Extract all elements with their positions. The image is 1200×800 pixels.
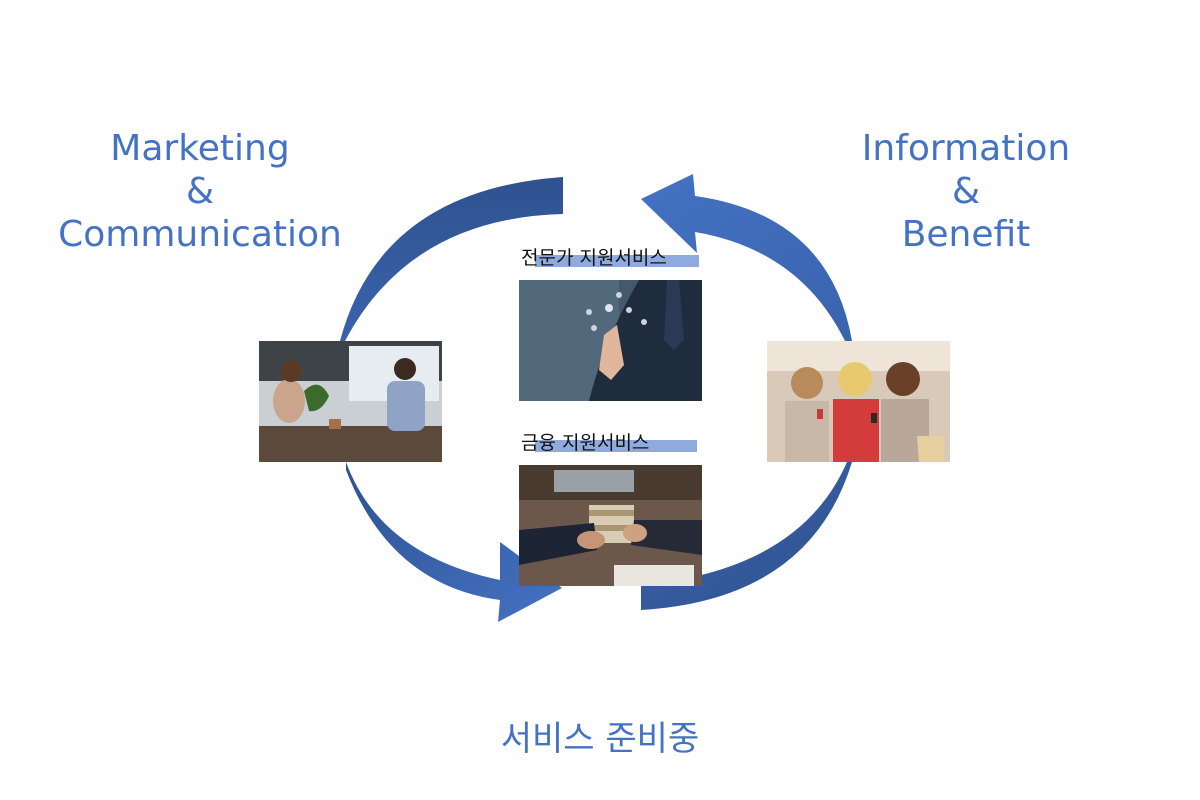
finance-service-caption: 금융 지원서비스 — [521, 431, 697, 455]
heading-left-line-1: Marketing — [110, 128, 290, 169]
expert-service-caption: 전문가 지원서비스 — [521, 246, 699, 270]
expert-service-label: 전문가 지원서비스 — [521, 247, 667, 269]
heading-right-line-2: & — [951, 171, 981, 212]
arrow-top-right — [641, 174, 852, 341]
shopping-friends-photo — [767, 341, 950, 462]
finance-service-label: 금융 지원서비스 — [521, 432, 650, 454]
money-handover-photo — [519, 465, 702, 586]
service-preparing-heading: 서비스 준비중 — [500, 719, 700, 759]
cafe-payment-photo — [259, 341, 442, 462]
heading-right-line-3: Benefit — [901, 214, 1031, 255]
heading-left-line-2: & — [185, 171, 215, 212]
marketing-communication-heading: Marketing & Communication — [50, 127, 350, 256]
heading-right-line-1: Information — [861, 128, 1071, 169]
arrow-bottom-right — [641, 462, 852, 610]
arrow-top-left — [340, 177, 563, 341]
heading-left-line-3: Communication — [58, 214, 342, 255]
business-expert-photo — [519, 280, 702, 401]
information-benefit-heading: Information & Benefit — [830, 127, 1102, 256]
caption-highlight-bar — [535, 255, 699, 267]
arrow-bottom-left — [346, 462, 562, 622]
caption-highlight-bar — [535, 440, 697, 452]
